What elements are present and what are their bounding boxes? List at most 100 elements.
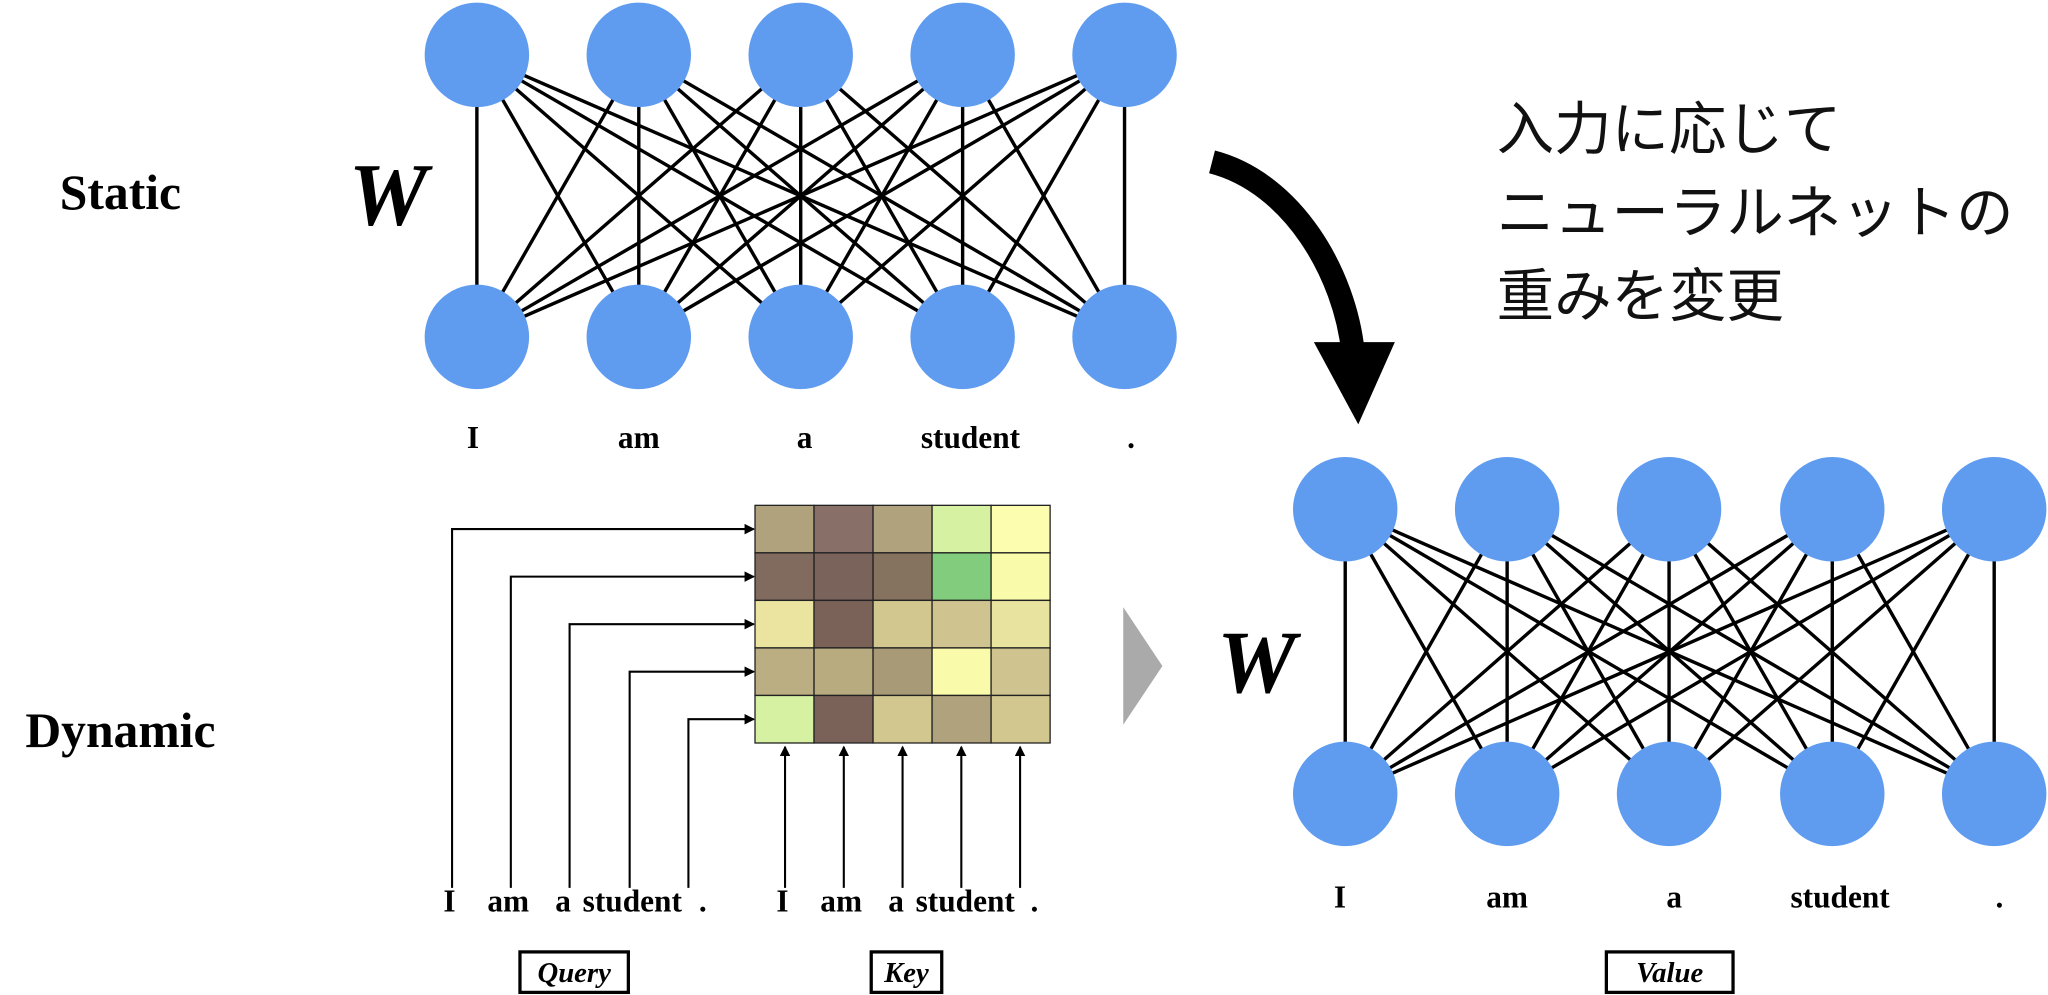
value-token-label: am [1486, 880, 1528, 915]
annotation-line: ニューラルネットの [1497, 179, 2014, 246]
connection-edge [1667, 507, 1996, 796]
key-token-label: I [776, 883, 788, 918]
neuron-node-top [424, 2, 530, 108]
neuron-node-bottom [1780, 741, 1885, 847]
connection-edge [961, 53, 1127, 338]
neuron-node-top [910, 2, 1015, 108]
neuron-node-top [1616, 457, 1722, 562]
value-box: Value [1604, 950, 1735, 995]
attention-cell [990, 647, 1051, 697]
connection-edge [1344, 507, 1995, 796]
attention-cell [990, 599, 1051, 649]
attention-cell [931, 504, 992, 554]
key-box: Key [869, 950, 944, 995]
connection-edge [476, 53, 1126, 339]
query-label: Query [537, 957, 611, 989]
weight-label-static: W [349, 147, 434, 245]
connection-edge [1506, 507, 1996, 796]
query-key-arrows [451, 523, 1026, 888]
neuron-node-bottom [910, 284, 1015, 390]
neuron-node-bottom [1454, 741, 1560, 847]
neuron-node-bottom [1072, 284, 1177, 390]
value-token-label: a [1666, 880, 1682, 915]
attention-cell [754, 694, 815, 744]
attention-cell [813, 599, 874, 649]
attention-cell [813, 647, 874, 697]
neuron-node-top [1780, 457, 1885, 562]
key-token-label: . [1031, 883, 1039, 918]
annotation-line: 入力に応じて [1497, 96, 1842, 163]
connection-edge [1344, 507, 1834, 796]
attention-cell [931, 552, 992, 602]
neuron-node-top [586, 2, 692, 108]
static-token-label: a [797, 420, 813, 455]
query-token-label: . [699, 883, 707, 918]
neuron-node-top [1292, 457, 1398, 562]
attention-cell [872, 504, 933, 554]
connection-edge [476, 53, 964, 339]
value-token-label: student [1790, 880, 1890, 915]
attention-cell [990, 694, 1051, 744]
attention-cell [931, 599, 992, 649]
attention-cell [754, 599, 815, 649]
attention-cell [931, 694, 992, 744]
attention-cell [872, 599, 933, 649]
attention-matrix [754, 504, 1051, 744]
neuron-node-top [1072, 2, 1177, 108]
query-token-label: am [487, 883, 529, 918]
query-token-label: a [555, 883, 571, 918]
neuron-node-top [1941, 457, 2047, 562]
connection-edge [637, 53, 1126, 339]
neuron-node-top [748, 2, 853, 108]
dynamic-label: Dynamic [25, 703, 215, 758]
static-token-label: I [467, 420, 479, 455]
query-arrow [451, 523, 756, 888]
attention-cell [813, 504, 874, 554]
attention-cell [754, 647, 815, 697]
static-token-label: am [618, 420, 660, 455]
curved-arrow [1208, 150, 1395, 425]
connection-edge [1343, 508, 1509, 795]
connection-edge [1830, 508, 1996, 795]
key-token-label: a [888, 883, 904, 918]
annotation-text: 入力に応じて ニューラルネットの 重みを変更 [1497, 96, 2014, 330]
attention-cell [754, 504, 815, 554]
attention-cell [813, 552, 874, 602]
query-arrow [687, 713, 756, 888]
neuron-node-top [1454, 457, 1560, 562]
annotation-line: 重みを変更 [1497, 263, 1784, 330]
query-token-label: student [583, 883, 683, 918]
query-arrow [509, 571, 756, 888]
neuron-node-bottom [424, 284, 530, 390]
query-token-label: I [443, 883, 455, 918]
attention-cell [931, 647, 992, 697]
neuron-node-bottom [1941, 741, 2047, 847]
static-label: Static [60, 165, 181, 220]
connection-edge [475, 53, 641, 338]
attention-cell [990, 552, 1051, 602]
value-label: Value [1636, 957, 1703, 989]
static-token-label: . [1127, 420, 1135, 455]
weight-label-dynamic: W [1217, 614, 1302, 712]
query-box: Query [518, 950, 630, 995]
neuron-node-bottom [1616, 741, 1722, 847]
key-token-label: am [820, 883, 862, 918]
neuron-node-bottom [1292, 741, 1398, 847]
static-token-label: student [921, 420, 1021, 455]
transition-triangle-icon [1123, 607, 1163, 725]
key-token-label: student [916, 883, 1016, 918]
value-token-label: . [1995, 880, 2003, 915]
key-label: Key [883, 957, 929, 989]
attention-cell [872, 694, 933, 744]
attention-cell [754, 552, 815, 602]
query-arrow [568, 618, 756, 888]
connection-edge [799, 53, 1126, 339]
connection-edge [1344, 507, 1671, 796]
value-token-label: I [1334, 880, 1346, 915]
arrowhead-icon [1313, 342, 1395, 425]
neuron-node-bottom [748, 284, 853, 390]
attention-cell [872, 647, 933, 697]
